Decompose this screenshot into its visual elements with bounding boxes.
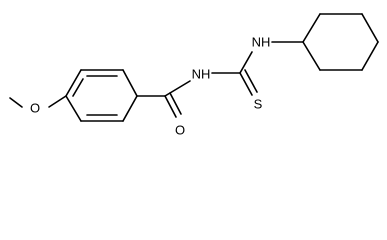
cyclohexyl-bond-6 [302, 41, 321, 71]
ring-bond-3 [122, 69, 138, 97]
ring-bond-6 [65, 95, 82, 122]
methoxy-oxygen-label: O [30, 101, 40, 116]
thio-nitrogen-label: NH [252, 35, 271, 50]
cyclohexyl-bond-4 [361, 41, 379, 71]
cyclohexyl-bond-3 [361, 13, 379, 43]
bond-carbonyl-o-2 [169, 92, 182, 115]
bond-methyl-o [9, 97, 23, 108]
ring-inner-3 [72, 78, 84, 97]
carbonyl-oxygen-label: O [175, 123, 185, 138]
bond-o-ring [48, 95, 67, 108]
structure-canvas: O O NH NH S [9, 13, 379, 138]
bond-carbonyl-o-1 [164, 95, 177, 118]
molecule-drawing: O O NH NH S [9, 13, 379, 138]
ring-bond-4 [122, 95, 138, 122]
sulfur-label: S [254, 97, 263, 112]
bond-thiocarbonyl-n [239, 51, 253, 74]
bond-cs-1 [239, 72, 253, 96]
bond-carbonyl-n [164, 80, 191, 97]
ring-bond-1 [65, 69, 82, 97]
cyclohexyl-bond-1 [302, 13, 321, 43]
amide-nitrogen-label: NH [192, 67, 211, 82]
bond-cs-2 [244, 69, 258, 93]
